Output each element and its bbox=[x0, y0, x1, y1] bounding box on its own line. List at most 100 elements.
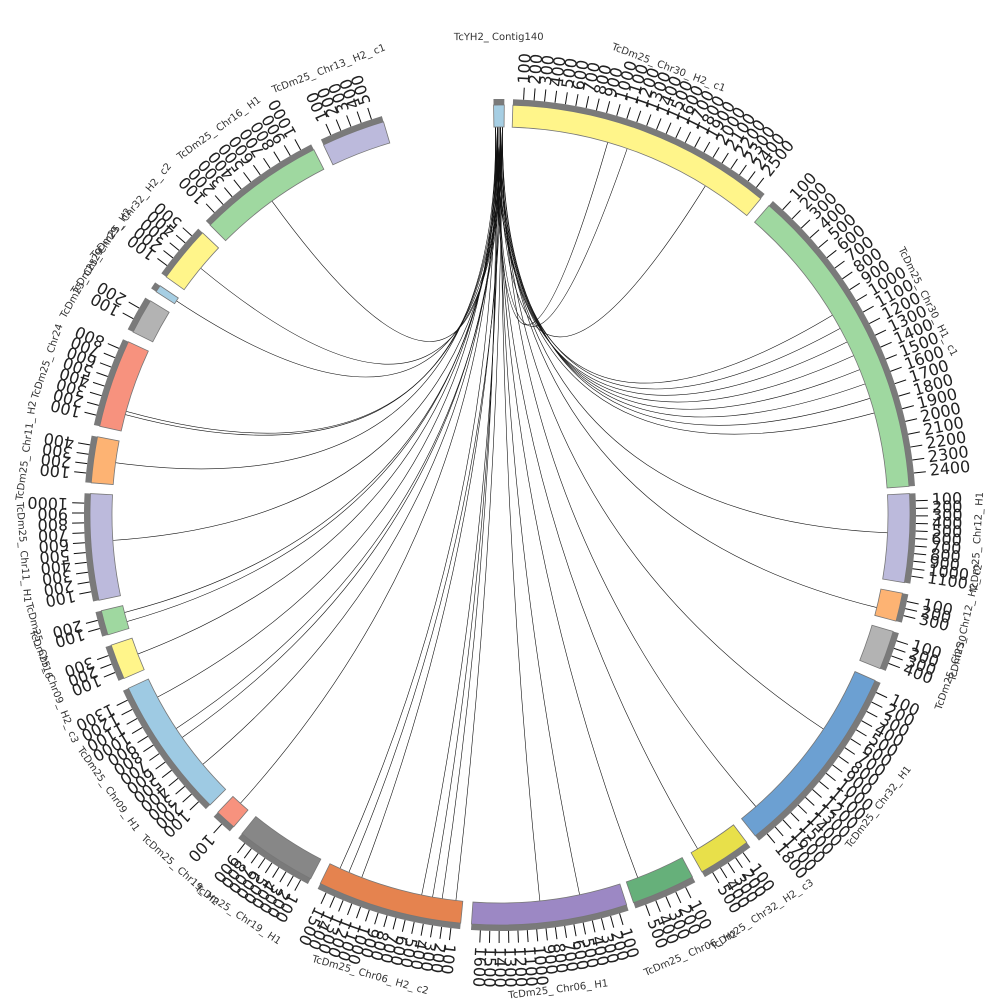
tick-mark bbox=[665, 896, 672, 908]
tick-mark bbox=[367, 107, 372, 120]
tick-mark bbox=[684, 131, 692, 143]
tick-mark bbox=[636, 110, 642, 123]
tick-mark bbox=[76, 571, 89, 575]
segment-name: TcDm25_ Chr11_ H2 bbox=[15, 400, 40, 502]
segment-tick-band bbox=[95, 610, 108, 637]
tick-label: 300 bbox=[932, 505, 963, 524]
tick-mark bbox=[175, 234, 186, 244]
segment-1: 1002003004005006007008009001000110012001… bbox=[511, 41, 798, 217]
tick-label: 1300 bbox=[500, 947, 520, 988]
tick-mark bbox=[96, 372, 108, 377]
tick-mark bbox=[826, 249, 837, 259]
tick-mark bbox=[905, 608, 918, 612]
tick-mark bbox=[335, 119, 342, 131]
tick-mark bbox=[907, 431, 920, 435]
tick-mark bbox=[694, 136, 701, 148]
tick-mark bbox=[890, 366, 902, 372]
tick-mark bbox=[585, 96, 590, 109]
link-33 bbox=[124, 127, 501, 613]
tick-mark bbox=[573, 924, 577, 937]
segment-band bbox=[859, 624, 894, 670]
link-9 bbox=[502, 127, 871, 426]
tick-mark bbox=[616, 104, 621, 116]
tick-mark bbox=[294, 139, 302, 151]
tick-mark bbox=[619, 913, 624, 926]
tick-mark bbox=[157, 258, 168, 267]
tick-mark bbox=[819, 781, 829, 790]
tick-mark bbox=[850, 738, 862, 746]
tick-mark bbox=[685, 887, 692, 899]
tick-mark bbox=[182, 227, 192, 237]
tick-mark bbox=[869, 317, 881, 325]
tick-mark bbox=[73, 552, 86, 555]
tick-mark bbox=[263, 158, 271, 169]
tick-label: 900 bbox=[928, 553, 960, 575]
tick-label: 200 bbox=[525, 53, 546, 85]
tick-mark bbox=[526, 930, 529, 943]
link-7 bbox=[498, 127, 860, 410]
segment-band bbox=[470, 883, 628, 926]
tick-mark bbox=[712, 872, 720, 884]
tick-mark bbox=[554, 927, 558, 940]
tick-mark bbox=[582, 922, 587, 935]
tick-mark bbox=[74, 561, 87, 565]
tick-mark bbox=[825, 772, 836, 782]
tick-mark bbox=[75, 461, 88, 465]
segment-band bbox=[209, 149, 325, 242]
tick-mark bbox=[131, 727, 143, 735]
segment-band bbox=[874, 588, 903, 622]
tick-mark bbox=[646, 114, 652, 126]
tick-mark bbox=[448, 928, 452, 941]
tick-label: 500 bbox=[39, 546, 71, 568]
tick-mark bbox=[656, 118, 662, 130]
tick-mark bbox=[273, 151, 281, 163]
segment-6: 1002003004005006007008009001000110012001… bbox=[740, 671, 923, 883]
tick-mark bbox=[896, 640, 909, 645]
link-38 bbox=[176, 127, 501, 378]
tick-mark bbox=[121, 708, 133, 716]
tick-mark bbox=[479, 930, 481, 943]
tick-label: 700 bbox=[559, 940, 583, 973]
tick-mark bbox=[161, 769, 172, 779]
segment-name: TcYH2_ Contig140 bbox=[453, 32, 544, 43]
tick-mark bbox=[782, 200, 792, 211]
tick-mark bbox=[137, 735, 149, 744]
link-19 bbox=[455, 127, 503, 901]
tick-mark bbox=[346, 115, 352, 127]
tick-mark bbox=[103, 672, 116, 678]
segment-band bbox=[165, 232, 220, 291]
tick-mark bbox=[126, 718, 138, 725]
tick-mark bbox=[236, 843, 246, 854]
link-15 bbox=[495, 127, 698, 850]
tick-mark bbox=[88, 628, 100, 633]
segment-band bbox=[132, 300, 170, 343]
tick-mark bbox=[913, 471, 926, 474]
tick-mark bbox=[782, 819, 792, 830]
segment-tick-band bbox=[127, 297, 151, 333]
tick-label: 800 bbox=[929, 545, 961, 567]
tick-mark bbox=[169, 242, 180, 251]
segment-tick-band bbox=[904, 493, 916, 584]
segment-13: 1002003004005006007008009001000110012001… bbox=[73, 678, 227, 841]
segment-name: TcDm25_ Chr11_ H1 bbox=[13, 501, 32, 603]
segment-band bbox=[217, 795, 249, 828]
segment-2: 1002003004005006007008009001000110012001… bbox=[753, 168, 971, 489]
tick-label: 100 bbox=[437, 943, 459, 976]
segment-band bbox=[241, 815, 322, 880]
tick-mark bbox=[721, 152, 729, 164]
segment-band bbox=[90, 436, 120, 485]
tick-mark bbox=[915, 538, 928, 540]
tick-mark bbox=[213, 823, 223, 834]
segment-tick-band bbox=[470, 904, 629, 932]
tick-mark bbox=[703, 141, 711, 153]
segment-tick-band bbox=[105, 645, 125, 681]
tick-mark bbox=[898, 392, 911, 397]
tick-mark bbox=[844, 747, 856, 755]
tick-mark bbox=[205, 203, 215, 213]
tick-mark bbox=[885, 354, 898, 360]
tick-mark bbox=[849, 282, 861, 291]
tick-mark bbox=[155, 761, 166, 770]
